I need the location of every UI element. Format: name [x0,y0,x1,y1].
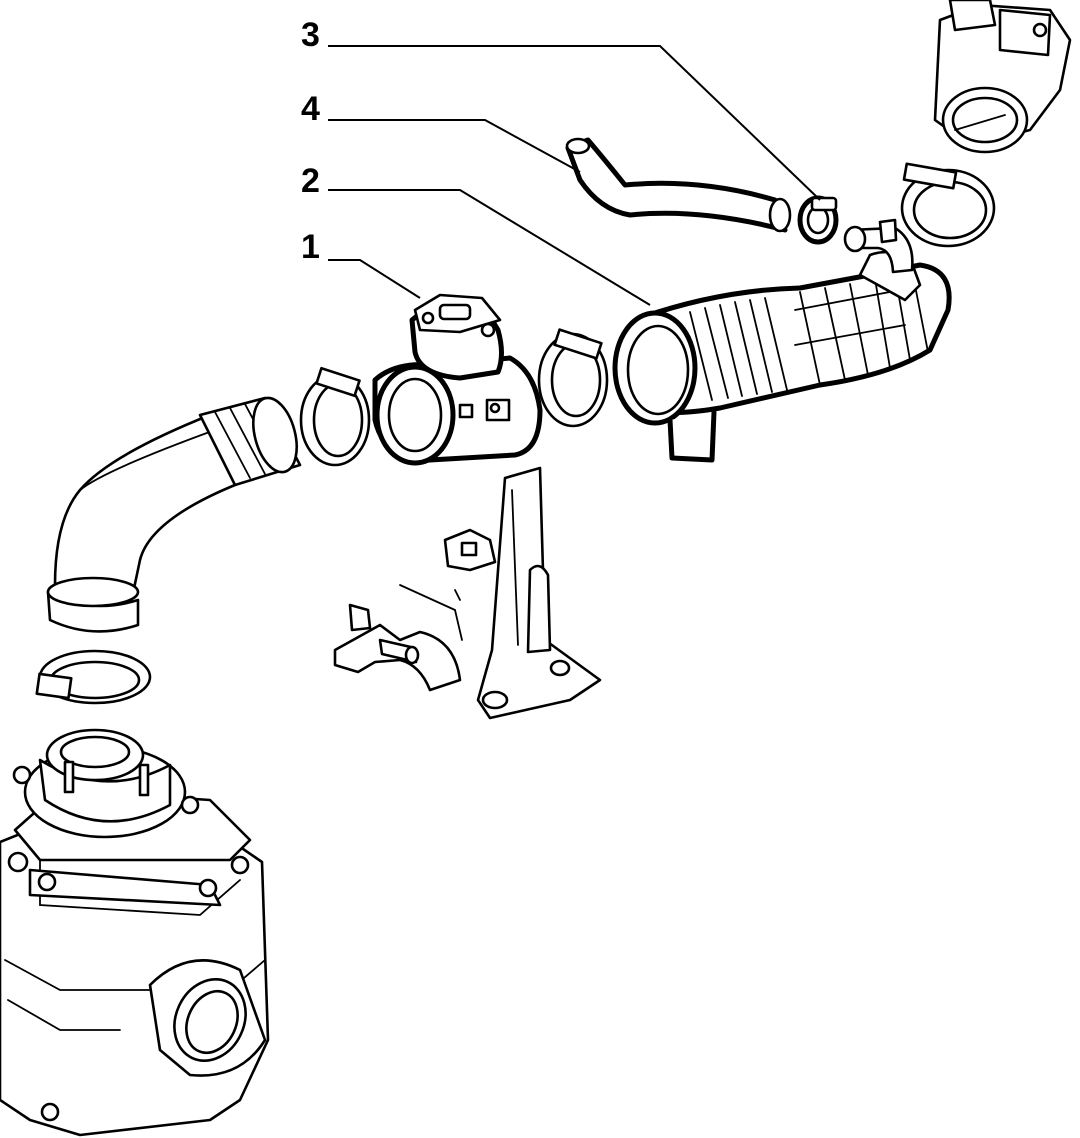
corrugated-intake-hose-part-2 [612,250,952,463]
callout-4: 4 [301,90,320,128]
retaining-clip [333,603,462,692]
callout-leaders [328,45,821,306]
callout-3: 3 [301,16,320,54]
small-clamp-part-3 [797,195,839,245]
hose-clamp-upper [900,162,996,248]
air-filter-housing [0,728,270,1137]
hose-clamp-lower [35,649,152,705]
mounting-bracket [443,466,602,720]
intake-elbow-duct [46,396,302,633]
air-mass-meter-part-1 [372,293,543,466]
elbow-fitting [843,218,914,274]
callout-2: 2 [301,162,320,200]
hose-clamp-1 [299,366,371,467]
throttle-body [933,0,1072,154]
hose-clamp-2 [537,328,609,428]
leader-lines-fastener [399,584,463,641]
callout-1: 1 [301,228,320,266]
breather-hose-part-4 [565,137,792,233]
